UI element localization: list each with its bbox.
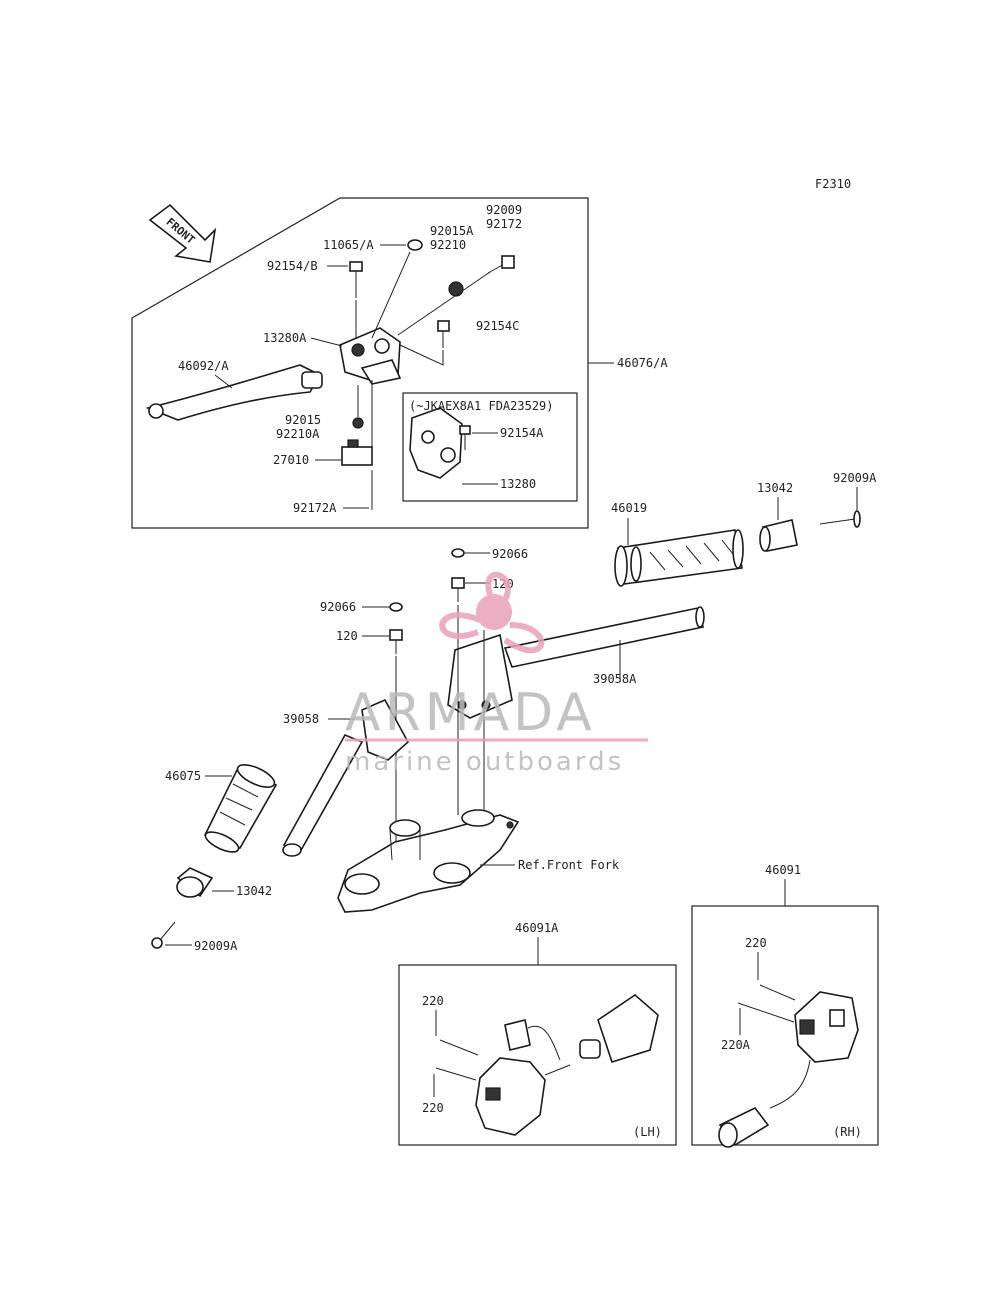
label-13042-bot: 13042 (236, 884, 272, 898)
bolt-120-left (389, 629, 403, 654)
bar-end-bolt-bottom (151, 921, 176, 949)
lh-screw-bot (435, 1067, 477, 1081)
label-92172: 92172 (486, 217, 522, 231)
washer-92066-top (451, 548, 465, 558)
label-39058: 39058 (283, 712, 319, 726)
label-39058a: 39058A (593, 672, 637, 686)
washer-92066-left (389, 602, 403, 612)
label-220-lh-bot: 220 (422, 1101, 444, 1115)
label-220-rh: 220 (745, 936, 767, 950)
rh-switch-box (691, 905, 879, 1146)
label-92210a: 92210A (276, 427, 320, 441)
propeller-logo-icon (439, 571, 545, 654)
label-92015a: 92015A (430, 224, 474, 238)
lh-screw-top (439, 1039, 479, 1056)
watermark-brand: ARMADA (345, 683, 596, 743)
label-220a-rh: 220A (721, 1038, 751, 1052)
label-46019: 46019 (611, 501, 647, 515)
label-13042-top: 13042 (757, 481, 793, 495)
clutch-lever (145, 364, 323, 421)
left-handlebar-39058 (282, 698, 410, 857)
label-220-lh-top: 220 (422, 994, 444, 1008)
label-46092a: 46092/A (178, 359, 229, 373)
label-ref-front-fork: Ref.Front Fork (518, 858, 620, 872)
label-92015: 92015 (285, 413, 321, 427)
label-120-left: 120 (336, 629, 358, 643)
rh-switch-housing (718, 991, 859, 1148)
bolt-92154a (459, 425, 471, 450)
right-grip-46019 (614, 529, 744, 587)
washer-92015a (448, 281, 464, 297)
left-grip-46075 (203, 764, 278, 853)
armada-watermark: ARMADA marine outboards (345, 571, 648, 777)
label-46091a: 46091A (515, 921, 559, 935)
lh-switch-box (398, 964, 677, 1146)
rh-screw-220a (737, 1002, 795, 1023)
label-27010: 27010 (273, 453, 309, 467)
fork-top-bracket (337, 809, 520, 913)
bolt-92154b (349, 261, 363, 298)
label-lh: (LH) (633, 1125, 662, 1139)
label-13280a: 13280A (263, 331, 307, 345)
figure-code: F2310 (815, 177, 851, 191)
label-92154b: 92154/B (267, 259, 318, 273)
variant-note: (~JKAEX8A1 FDA23529) (409, 399, 554, 413)
label-92210: 92210 (430, 238, 466, 252)
label-rh: (RH) (833, 1125, 862, 1139)
bar-end-bolt-top (819, 510, 861, 528)
lever-holder (339, 327, 402, 385)
clutch-switch-27010 (341, 439, 373, 466)
label-92154c: 92154C (476, 319, 519, 333)
lh-switch-housing (475, 993, 659, 1136)
label-92009a-top: 92009A (833, 471, 877, 485)
label-92066-left: 92066 (320, 600, 356, 614)
adjuster-screw (487, 255, 515, 274)
label-13280: 13280 (500, 477, 536, 491)
bolt-92154c (437, 320, 450, 348)
front-arrow-icon: FRONT (148, 203, 217, 263)
right-handlebar-39058a (447, 606, 705, 719)
label-46075: 46075 (165, 769, 201, 783)
label-92154a: 92154A (500, 426, 544, 440)
label-92009a-bot: 92009A (194, 939, 238, 953)
label-11065a: 11065/A (323, 238, 374, 252)
label-92009: 92009 (486, 203, 522, 217)
cap-11065a (407, 239, 423, 251)
label-92066-top: 92066 (492, 547, 528, 561)
label-46091: 46091 (765, 863, 801, 877)
label-92172a: 92172A (293, 501, 337, 515)
watermark-tagline: marine outboards (345, 747, 624, 777)
grip-collar-bottom (176, 867, 214, 898)
rh-screw-220 (759, 984, 796, 1001)
bolt-120-top (451, 577, 465, 602)
label-46076a: 46076/A (617, 356, 668, 370)
nut-92015 (352, 417, 364, 429)
variant-box (402, 392, 578, 502)
grip-collar-top (759, 519, 798, 552)
lever-holder-variant (409, 407, 463, 479)
